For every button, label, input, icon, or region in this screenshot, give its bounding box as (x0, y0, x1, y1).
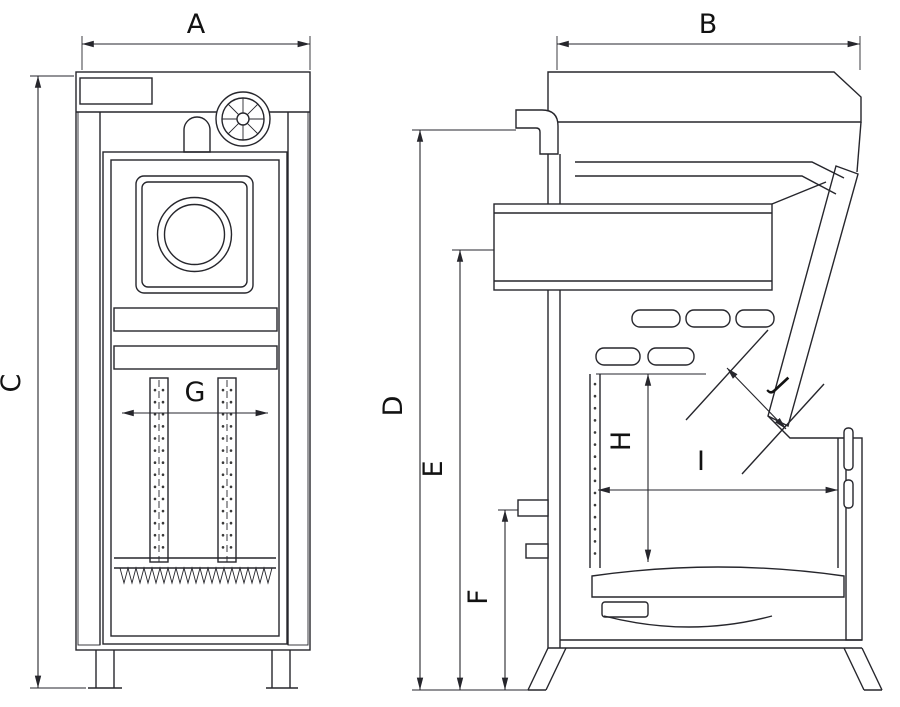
ash-pan (548, 601, 862, 649)
dim-a: A (81, 9, 311, 70)
firebox-floor (591, 566, 845, 598)
control-panel (79, 77, 153, 105)
dimensions: A B C D E (0, 9, 861, 691)
dim-label-h: H (606, 431, 637, 451)
dim-g: G (121, 377, 269, 417)
upper-door (135, 175, 254, 294)
door-hinge-lower (843, 479, 854, 509)
draft-hood (183, 116, 211, 153)
base-skirt (527, 647, 883, 691)
front-door-frame (102, 151, 288, 645)
dim-label-e: E (418, 460, 449, 477)
front-cabinet (75, 71, 311, 651)
dim-h: H (606, 373, 652, 563)
flue-channel (685, 329, 825, 475)
dim-label-d: D (378, 396, 409, 417)
dim-j: J (726, 367, 794, 430)
dim-label-f: F (463, 589, 494, 605)
dim-i: I (597, 446, 839, 494)
pipe-stub-upper (517, 499, 549, 517)
dim-label-i: I (697, 446, 705, 477)
dim-c: C (0, 75, 86, 689)
dim-d: D (378, 129, 544, 691)
air-tubes (149, 377, 237, 563)
front-view (75, 71, 311, 689)
side-view (493, 71, 883, 691)
front-legs (88, 650, 298, 689)
fire-tubes (595, 309, 775, 366)
door-hinge-upper (843, 427, 854, 471)
dim-label-c: C (0, 374, 27, 393)
top-cap (547, 71, 862, 123)
insulation-right (287, 111, 309, 646)
dim-b: B (556, 9, 861, 70)
dim-label-b: B (699, 9, 718, 40)
flue-outlet (515, 109, 559, 155)
mid-bands (113, 307, 278, 370)
dim-e: E (418, 249, 494, 691)
fan-icon (215, 91, 271, 147)
dim-f: F (463, 509, 518, 691)
pipe-stub-lower (525, 543, 549, 559)
grate (114, 557, 276, 585)
insulation-left (77, 111, 101, 646)
dim-label-g: G (185, 377, 206, 408)
heat-exchanger-duct (493, 181, 827, 291)
dim-label-a: A (187, 9, 206, 40)
sight-glass (156, 196, 233, 273)
rear-slanted-door (767, 165, 859, 428)
firebox (589, 373, 845, 598)
